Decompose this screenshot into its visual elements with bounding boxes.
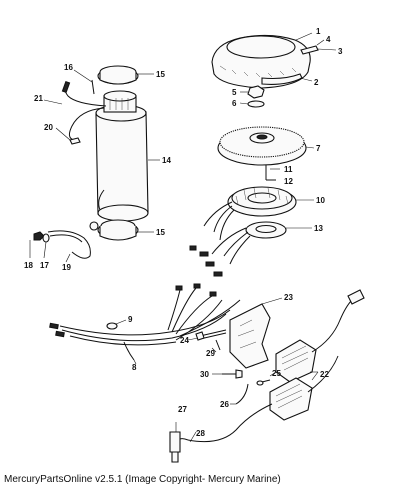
stator-pin <box>265 165 280 181</box>
wiring-harness <box>49 283 241 365</box>
starter-cable <box>43 80 107 141</box>
callout-8: 8 <box>132 363 137 372</box>
callout-numbers: 1 2 3 4 5 6 7 8 9 10 11 12 13 14 15 15 1… <box>24 27 343 438</box>
cover-band <box>261 73 313 85</box>
callout-29: 29 <box>206 349 215 358</box>
callout-7: 7 <box>316 144 321 153</box>
callout-5: 5 <box>232 88 237 97</box>
ignition-bracket <box>229 297 283 369</box>
callout-9: 9 <box>128 315 133 324</box>
ground-cable <box>29 221 99 263</box>
callout-30: 30 <box>200 370 209 379</box>
callout-15-lower: 15 <box>156 228 165 237</box>
callout-13: 13 <box>314 224 323 233</box>
flywheel-cover <box>211 32 313 89</box>
bracket-bolt <box>187 329 227 341</box>
callout-18: 18 <box>24 261 33 270</box>
callout-24: 24 <box>180 336 189 345</box>
flywheel-nut <box>239 85 265 108</box>
callout-1: 1 <box>316 27 321 36</box>
collar-screw <box>73 69 95 95</box>
callout-15-upper: 15 <box>156 70 165 79</box>
stator <box>203 186 314 241</box>
callout-20: 20 <box>44 123 53 132</box>
callout-2: 2 <box>314 78 319 87</box>
callout-25: 25 <box>272 369 281 378</box>
callout-6: 6 <box>232 99 237 108</box>
coil-screw <box>256 371 277 386</box>
callout-22: 22 <box>320 370 329 379</box>
callout-12: 12 <box>284 177 293 186</box>
cable-screw <box>55 127 81 145</box>
callout-17: 17 <box>40 261 49 270</box>
starter-motor <box>95 90 160 222</box>
spark-plug-lead <box>169 422 197 463</box>
ground-screw <box>212 369 243 379</box>
flywheel <box>217 126 315 166</box>
callout-11: 11 <box>284 165 293 174</box>
callout-3: 3 <box>338 47 343 56</box>
callout-14: 14 <box>162 156 171 165</box>
callout-28: 28 <box>196 429 205 438</box>
ignition-coil-lower <box>187 355 339 443</box>
callout-16: 16 <box>64 63 73 72</box>
exploded-parts-diagram: 1 2 3 4 5 6 7 8 9 10 11 12 13 14 15 15 1… <box>24 27 365 463</box>
starter-lower-collar <box>97 219 154 241</box>
stator-connectors <box>189 245 223 277</box>
ground-lead <box>230 383 249 405</box>
cover-screw <box>300 39 337 55</box>
trigger-plate <box>211 221 312 265</box>
callout-23: 23 <box>284 293 293 302</box>
callout-26: 26 <box>220 400 229 409</box>
callout-21: 21 <box>34 94 43 103</box>
callout-19: 19 <box>62 263 71 272</box>
image-caption: MercuryPartsOnline v2.5.1 (Image Copyrig… <box>4 474 281 485</box>
callout-27: 27 <box>178 405 187 414</box>
bracket-screw <box>211 339 221 353</box>
callout-10: 10 <box>316 196 325 205</box>
ignition-coil-upper <box>275 289 365 383</box>
starter-upper-collar <box>97 65 154 85</box>
callout-4: 4 <box>326 35 331 44</box>
